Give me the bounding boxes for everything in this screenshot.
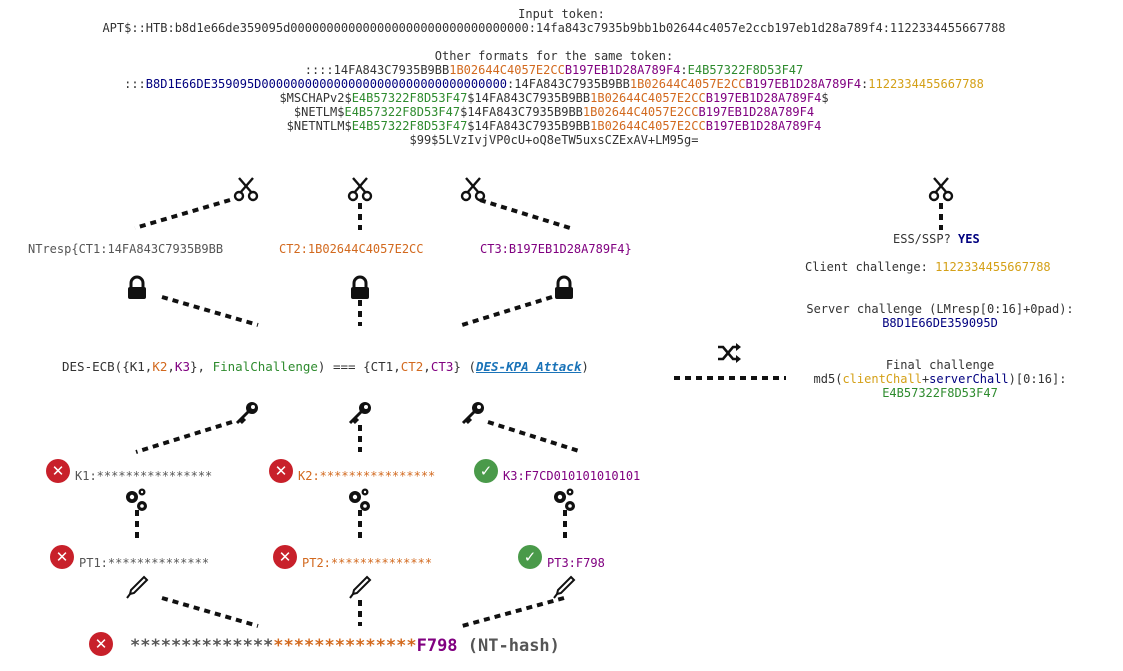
pen-icon <box>126 575 149 599</box>
lock-icon <box>351 275 369 299</box>
input-heading: Input token: <box>518 7 605 21</box>
pen-icon <box>349 575 372 599</box>
input-token: APT$::HTB:b8d1e66de359095d00000000000000… <box>102 21 1006 35</box>
gears-icon <box>554 488 575 511</box>
key-icon <box>348 402 371 425</box>
server-challenge-label: Server challenge (LMresp[0:16]+0pad): <box>806 302 1074 316</box>
key-icon <box>461 402 484 425</box>
gears-icon <box>349 488 370 511</box>
format-line-6: $99$5LVzIvjVP0cU+oQ8eTW5uxsCZExAV+LM95g= <box>409 133 699 147</box>
check-circle-icon: ✓ <box>474 459 498 483</box>
format-line-3: $MSCHAPv2$E4B57322F8D53F47$14FA843C7935B… <box>279 91 829 105</box>
nt-hash-result: ****************************F798 (NT-has… <box>130 636 560 656</box>
lock-icon <box>555 275 573 299</box>
final-challenge-label: Final challenge <box>885 358 995 372</box>
shuffle-icon <box>718 343 741 363</box>
key-icon <box>235 402 258 425</box>
ntresp-ct2: CT2:1B02644C4057E2CC <box>279 242 424 256</box>
x-circle-icon: ✕ <box>273 545 297 569</box>
plaintext-pt3: PT3:F798 <box>547 556 605 570</box>
final-challenge-value: E4B57322F8D53F47 <box>882 386 998 400</box>
final-challenge-formula: md5(clientChall+serverChall)[0:16]: <box>813 372 1067 386</box>
ntresp-ct3: CT3:B197EB1D28A789F4} <box>480 242 632 256</box>
des-equation: DES-ECB({K1,K2,K3}, FinalChallenge) === … <box>62 359 589 374</box>
check-circle-icon: ✓ <box>518 545 542 569</box>
scissors-icon <box>347 177 373 202</box>
scissors-icon <box>233 177 259 202</box>
pen-icon <box>553 575 576 599</box>
server-challenge-value: B8D1E66DE359095D <box>882 316 998 330</box>
client-challenge: Client challenge: 1122334455667788 <box>805 260 1051 274</box>
plaintext-pt1: PT1:************** <box>79 556 210 570</box>
key-k2: K2:**************** <box>298 469 436 483</box>
scissors-icon <box>460 177 486 202</box>
ntresp-ct1: NTresp{CT1:14FA843C7935B9BB <box>28 242 224 256</box>
x-circle-icon: ✕ <box>89 632 113 656</box>
key-k1: K1:**************** <box>75 469 213 483</box>
des-kpa-attack-link[interactable]: DES-KPA Attack <box>475 359 582 374</box>
format-line-5: $NETNTLM$E4B57322F8D53F47$14FA843C7935B9… <box>286 119 822 133</box>
scissors-icon <box>928 177 954 202</box>
x-circle-icon: ✕ <box>50 545 74 569</box>
key-k3: K3:F7CD010101010101 <box>503 469 641 483</box>
x-circle-icon: ✕ <box>46 459 70 483</box>
gears-icon <box>126 488 147 511</box>
x-circle-icon: ✕ <box>269 459 293 483</box>
format-line-1: ::::14FA843C7935B9BB1B02644C4057E2CCB197… <box>304 63 804 77</box>
formats-heading: Other formats for the same token: <box>434 49 674 63</box>
ess-ssp: ESS/SSP? YES <box>893 232 980 246</box>
format-line-4: $NETLM$E4B57322F8D53F47$14FA843C7935B9BB… <box>293 105 815 119</box>
format-line-2: :::B8D1E66DE359095D000000000000000000000… <box>124 77 984 91</box>
lock-icon <box>128 275 146 299</box>
plaintext-pt2: PT2:************** <box>302 556 433 570</box>
